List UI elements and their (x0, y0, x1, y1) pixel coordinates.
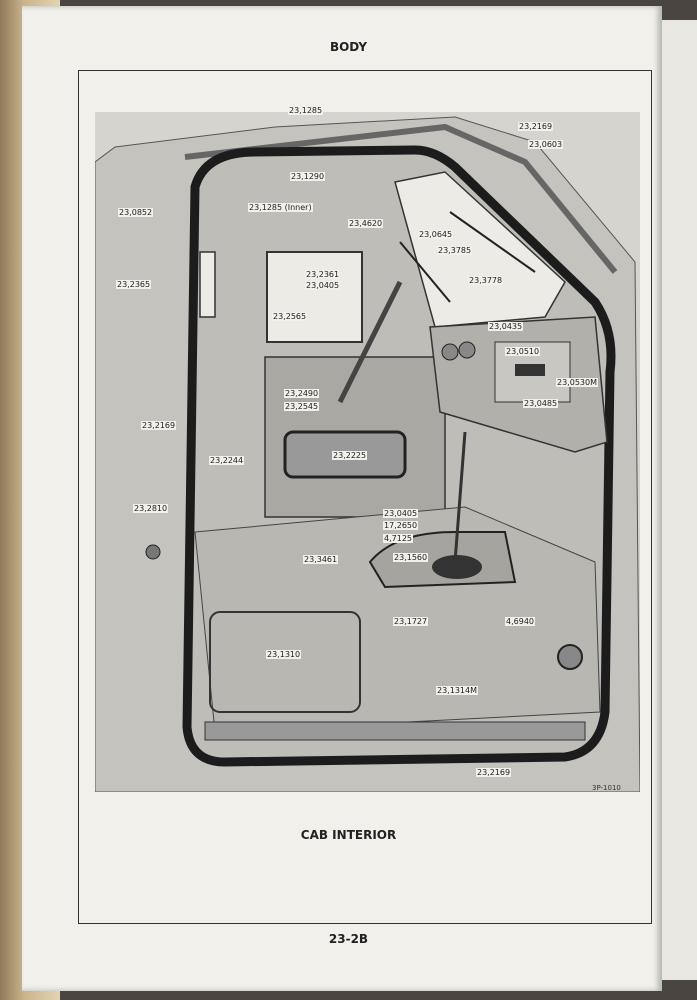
callout-label: 23,2225 (332, 451, 368, 460)
callout-label: 23,2361 (305, 270, 341, 279)
callout-label: 23,2244 (209, 456, 245, 465)
callout-label: 23,2169 (476, 768, 512, 777)
callout-label: 23,4620 (348, 219, 384, 228)
callout-label: 23,1290 (290, 172, 326, 181)
callout-label: 23,0645 (418, 230, 454, 239)
callout-label: 23,1727 (393, 617, 429, 626)
page-frame (78, 70, 652, 924)
callout-label: 23,2810 (133, 504, 169, 513)
cab-interior-illustration (95, 112, 640, 792)
callout-label: 23,3785 (437, 246, 473, 255)
callout-label: 23,1314M (436, 686, 478, 695)
page-number: 23-2B (328, 932, 369, 946)
figure-caption: CAB INTERIOR (300, 828, 397, 842)
callout-label: 23,1285 (288, 106, 324, 115)
callout-label: 23,0530M (556, 378, 598, 387)
callout-label: 23,0405 (383, 509, 419, 518)
callout-label: 23,0510 (505, 347, 541, 356)
callout-label: 23,2565 (272, 312, 308, 321)
callout-label: 23,2169 (141, 421, 177, 430)
callout-label: 4,7125 (383, 534, 413, 543)
callout-label: 23,1310 (266, 650, 302, 659)
callout-label: 23,0603 (528, 140, 564, 149)
callout-label: 23,3461 (303, 555, 339, 564)
callout-label: 23,1285 (Inner) (248, 203, 313, 212)
callout-label: 23,0485 (523, 399, 559, 408)
figure-id: 3P-1010 (592, 784, 621, 792)
callout-label: 23,2365 (116, 280, 152, 289)
page-header: BODY (329, 40, 368, 54)
callout-label: 23,3778 (468, 276, 504, 285)
callout-label: 23,0435 (488, 322, 524, 331)
callout-label: 17,2650 (383, 521, 419, 530)
callout-label: 4,6940 (505, 617, 535, 626)
callout-label: 23,1560 (393, 553, 429, 562)
callout-label: 23,2169 (518, 122, 554, 131)
callout-label: 23,0405 (305, 281, 341, 290)
callout-label: 23,2490 (284, 389, 320, 398)
callout-label: 23,0852 (118, 208, 154, 217)
callout-label: 23,2545 (284, 402, 320, 411)
